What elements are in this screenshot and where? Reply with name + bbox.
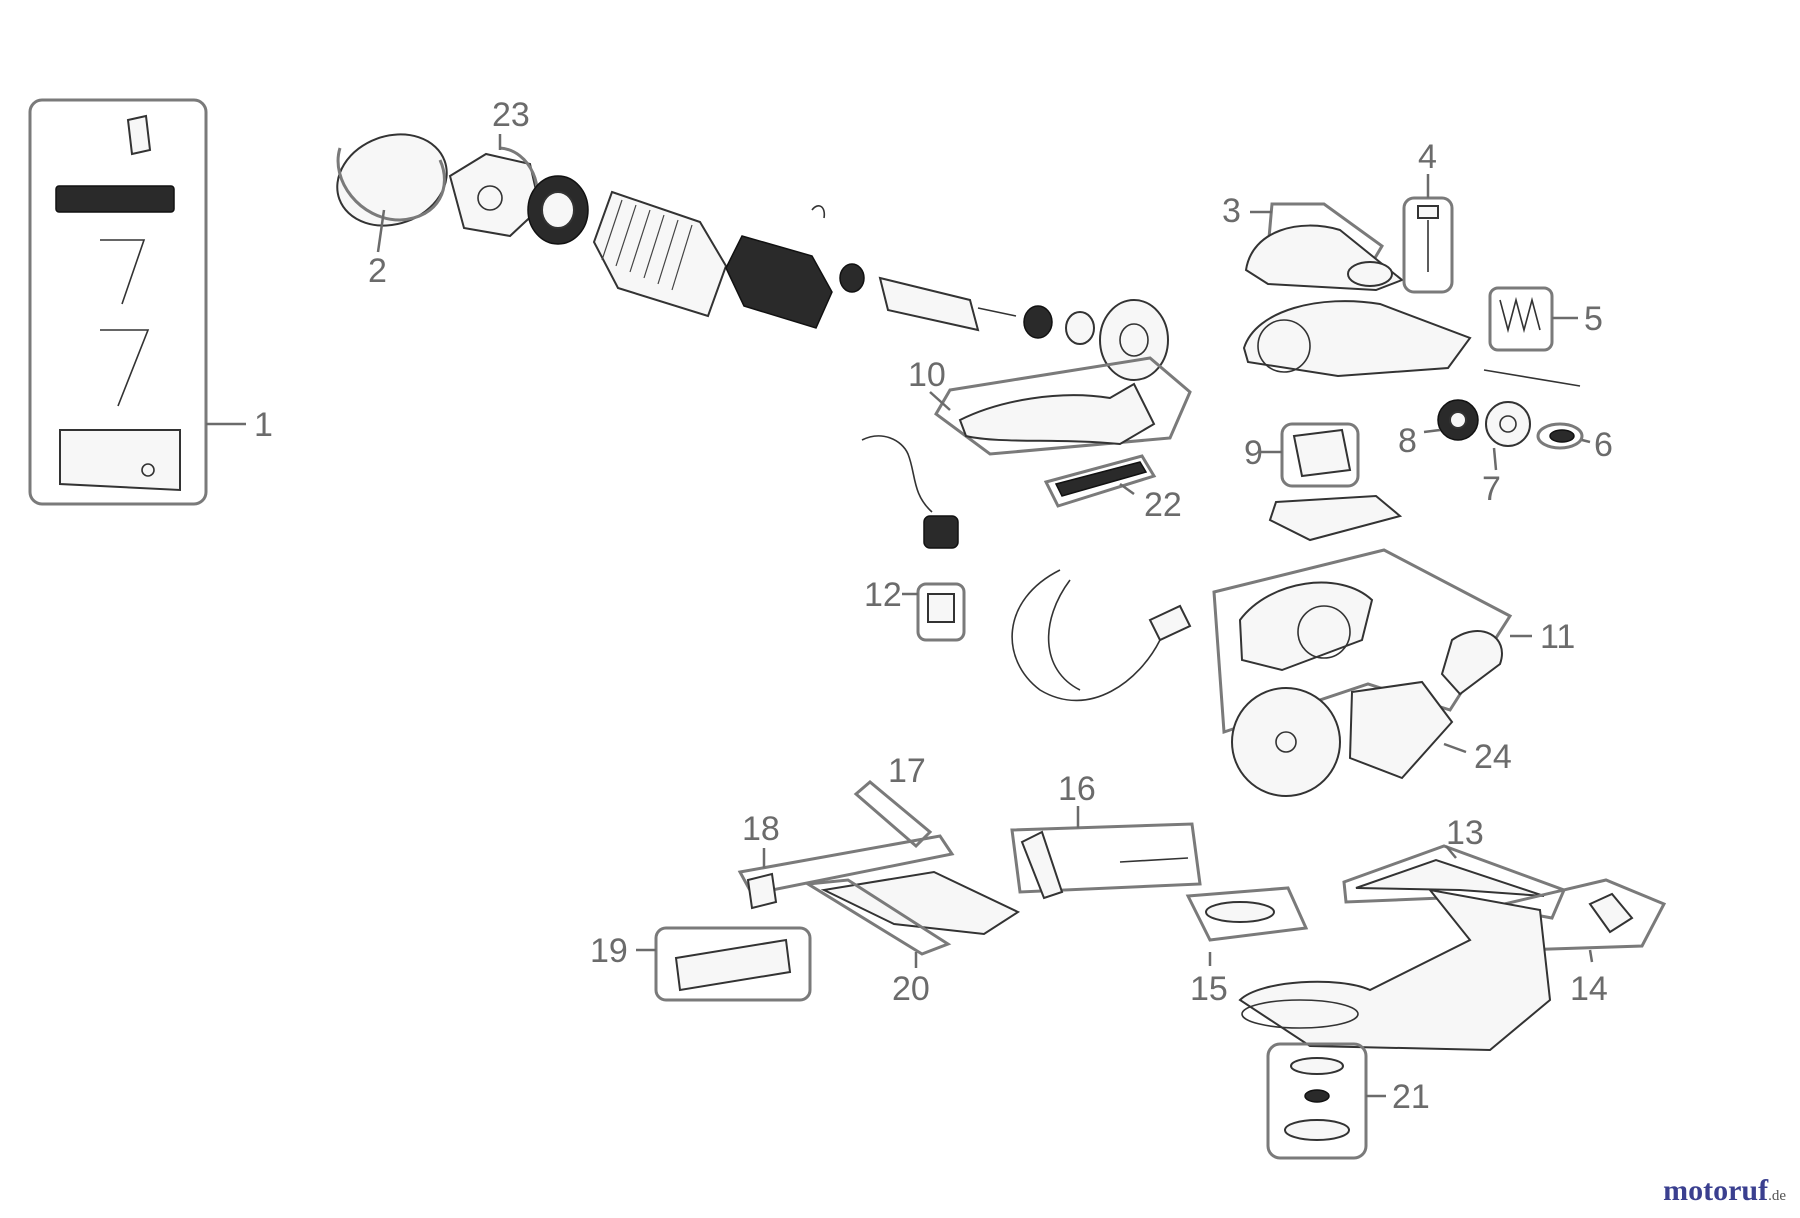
callout-6: 6 <box>1594 426 1613 464</box>
callout-17: 17 <box>888 752 926 790</box>
flange-washers <box>1423 399 1591 471</box>
callout-16: 16 <box>1058 770 1096 808</box>
callout-11: 11 <box>1540 618 1575 656</box>
callout-21: 21 <box>1392 1078 1430 1116</box>
motor-assembly <box>336 133 1169 381</box>
bed-parts-group <box>636 780 1202 1002</box>
callout-10: 10 <box>908 356 946 394</box>
callout-labels: 1 2 3 4 5 6 7 8 9 10 11 12 13 14 15 16 1… <box>254 96 1613 1116</box>
upper-guard-group <box>1242 174 1581 387</box>
handle-group <box>929 356 1192 456</box>
callout-24: 24 <box>1474 738 1512 776</box>
grip-group <box>1043 454 1157 508</box>
callout-18: 18 <box>742 810 780 848</box>
callout-13: 13 <box>1446 814 1484 852</box>
callout-15: 15 <box>1190 970 1228 1008</box>
callout-5: 5 <box>1584 300 1603 338</box>
lower-guard-group <box>1212 548 1532 797</box>
callout-9: 9 <box>1244 434 1263 472</box>
callout-3: 3 <box>1222 192 1241 230</box>
callout-7: 7 <box>1482 470 1501 508</box>
base-parts-group <box>1185 844 1667 1160</box>
callout-8: 8 <box>1398 422 1417 460</box>
callout-2: 2 <box>368 252 387 290</box>
watermark-brand: motoruf <box>1663 1174 1769 1207</box>
callout-1: 1 <box>254 406 273 444</box>
switch-box-group <box>1258 422 1403 542</box>
callout-20: 20 <box>892 970 930 1008</box>
callout-23: 23 <box>492 96 530 134</box>
watermark-logo: motoruf.de <box>1663 1174 1786 1208</box>
callout-19: 19 <box>590 932 628 970</box>
callout-14: 14 <box>1570 970 1608 1008</box>
accessory-kit-group <box>28 98 246 506</box>
cable-group <box>861 435 1192 702</box>
callout-12: 12 <box>864 576 902 614</box>
callout-4: 4 <box>1418 138 1437 176</box>
callout-22: 22 <box>1144 486 1182 524</box>
watermark-tld: .de <box>1768 1188 1786 1204</box>
